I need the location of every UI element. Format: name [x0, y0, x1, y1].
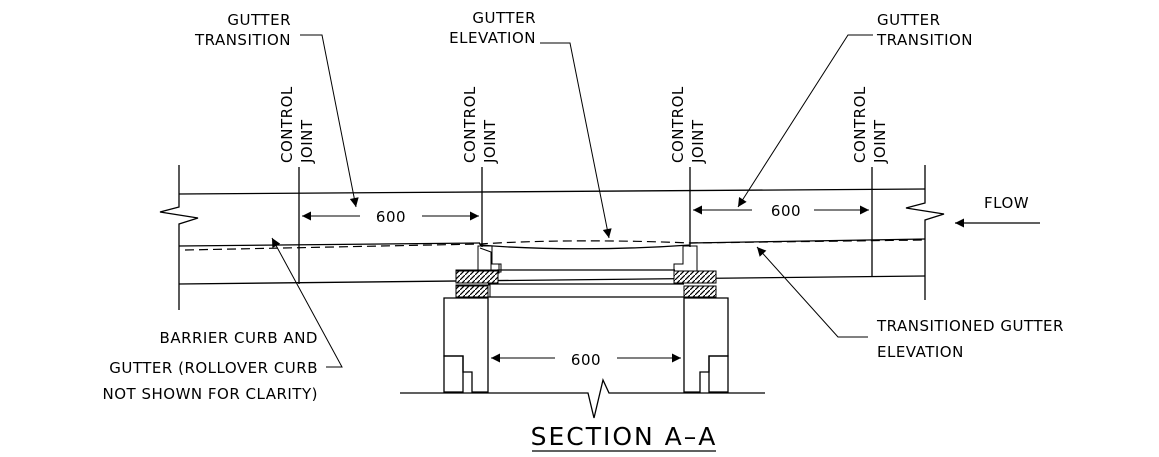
- svg-text:CONTROL: CONTROL: [461, 86, 479, 163]
- left-break-line: [159, 165, 199, 310]
- dimension-opening-value: 600: [571, 351, 601, 369]
- label-gutter-elevation-1: GUTTER: [472, 9, 536, 27]
- label-gutter-transition-left-1: GUTTER: [227, 11, 291, 29]
- label-transitioned-gutter-2: ELEVATION: [877, 343, 964, 361]
- gutter-elevation-dashed-line: [184, 239, 926, 251]
- label-gutter-transition-right-1: GUTTER: [877, 11, 941, 29]
- svg-text:JOINT: JOINT: [481, 119, 499, 164]
- leader-gutter-transition-left: [300, 34, 359, 208]
- left-abutment: [443, 297, 489, 393]
- right-abutment-base: [708, 355, 729, 393]
- dimension-left: 600: [302, 208, 479, 226]
- dimension-right: 600: [693, 202, 869, 220]
- control-joint-lines: [298, 167, 873, 284]
- left-abutment-base: [443, 355, 464, 393]
- label-transitioned-gutter-1: TRANSITIONED GUTTER: [876, 317, 1064, 335]
- label-gutter-transition-left-2: TRANSITION: [194, 31, 291, 49]
- svg-text:CONTROL: CONTROL: [851, 86, 869, 163]
- control-joint-label-1: CONTROL JOINT: [278, 86, 316, 164]
- label-gutter-transition-right-2: TRANSITION: [876, 31, 973, 49]
- right-break-line: [905, 165, 945, 300]
- label-barrier-curb-3: NOT SHOWN FOR CLARITY): [103, 385, 318, 403]
- leader-gutter-transition-right: [737, 34, 873, 208]
- control-joint-label-3: CONTROL JOINT: [669, 86, 707, 164]
- label-barrier-curb-1: BARRIER CURB AND: [160, 329, 318, 347]
- svg-text:JOINT: JOINT: [871, 119, 889, 164]
- dimension-opening: 600: [491, 351, 681, 369]
- right-expansion-seat: [673, 245, 717, 298]
- dimension-left-value: 600: [376, 208, 406, 226]
- deck-plate: [488, 283, 684, 298]
- dimension-right-value: 600: [771, 202, 801, 220]
- leader-transitioned-gutter: [756, 246, 868, 338]
- section-title: SECTION A–A: [531, 422, 718, 451]
- left-expansion-seat: [455, 245, 502, 298]
- svg-text:CONTROL: CONTROL: [669, 86, 687, 163]
- control-joint-label-2: CONTROL JOINT: [461, 86, 499, 164]
- leader-gutter-elevation: [540, 42, 612, 239]
- label-flow: FLOW: [984, 194, 1029, 212]
- leader-barrier-curb: [271, 237, 343, 368]
- control-joint-label-4: CONTROL JOINT: [851, 86, 889, 164]
- svg-text:JOINT: JOINT: [298, 119, 316, 164]
- label-gutter-elevation-2: ELEVATION: [449, 29, 536, 47]
- ground-break-line: [400, 378, 765, 419]
- svg-text:CONTROL: CONTROL: [278, 86, 296, 163]
- label-barrier-curb-2: GUTTER (ROLLOVER CURB: [109, 359, 318, 377]
- right-abutment: [683, 297, 729, 393]
- pavement-slab: [178, 188, 926, 285]
- svg-text:JOINT: JOINT: [689, 119, 707, 164]
